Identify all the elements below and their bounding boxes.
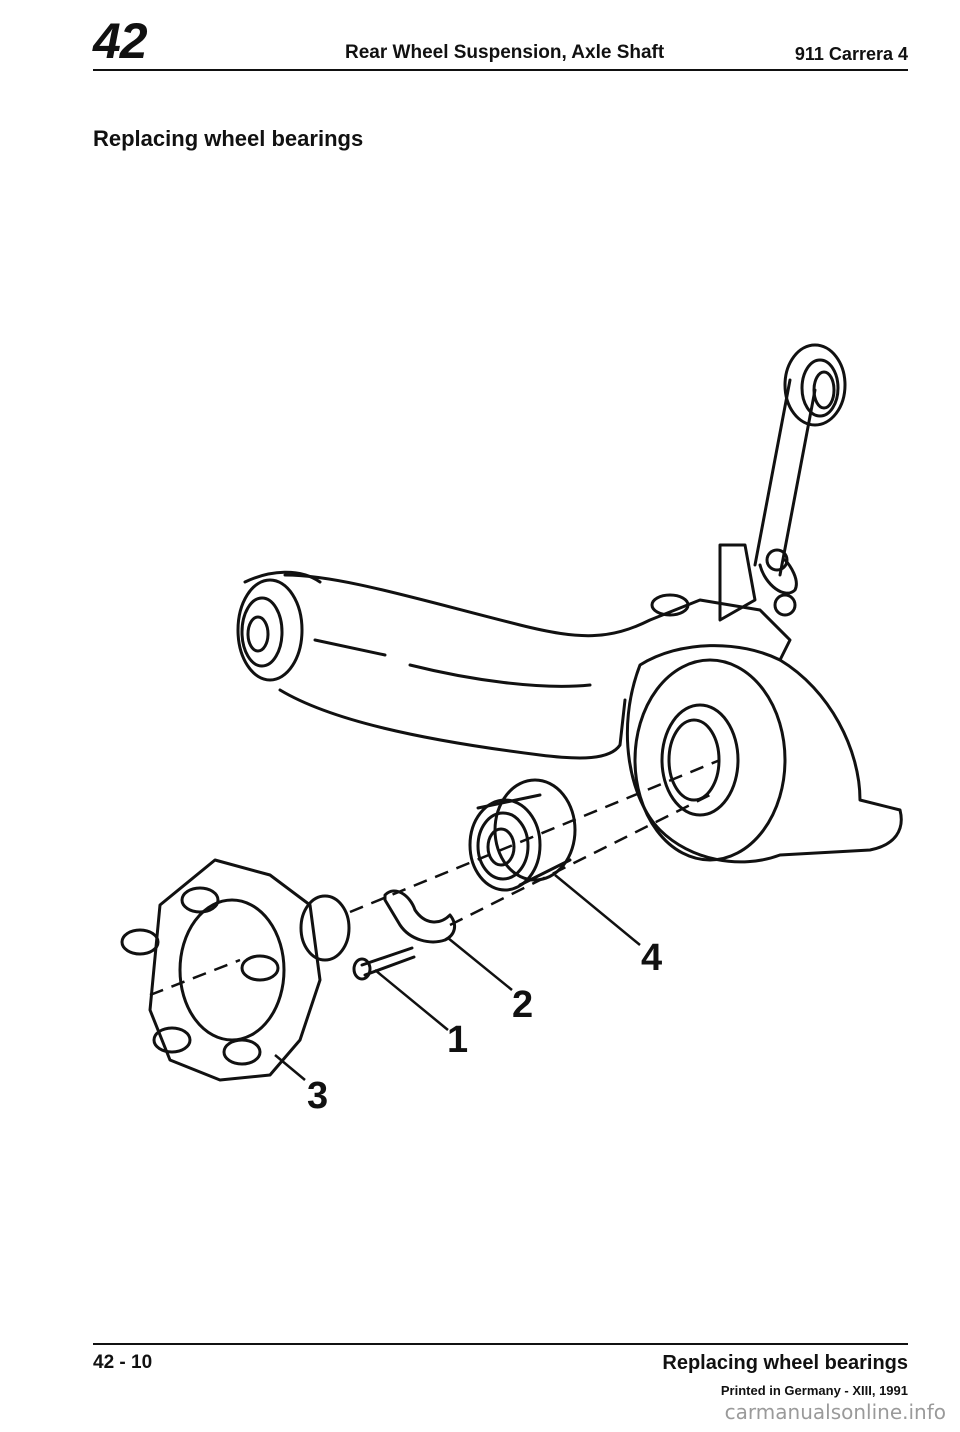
footer-section-title: Replacing wheel bearings [662,1352,908,1374]
leader-line-1 [374,969,449,1031]
chapter-number: 42 [93,13,148,69]
header-model: 911 Carrera 4 [794,44,908,64]
wheel-hub [148,858,322,1082]
callout-1: 1 [447,1019,468,1061]
upper-link [753,378,817,595]
watermark: carmanualsonline.info [724,1400,946,1424]
trailing-arm [283,573,792,662]
print-info: Printed in Germany - XIII, 1991 [720,1383,908,1398]
arm-bushing [236,578,304,682]
callout-2: 2 [512,984,533,1026]
wheel-studs [120,886,280,1066]
retaining-plate [383,889,457,944]
header-title: Rear Wheel Suspension, Axle Shaft [345,42,665,63]
bolt [360,946,416,977]
header-rule [93,69,908,71]
leader-line-4 [554,874,641,946]
page-number: 42 - 10 [93,1352,153,1373]
leader-line-2 [447,937,513,991]
section-title: Replacing wheel bearings [93,126,364,151]
footer-rule [93,1343,908,1345]
leader-line-3 [274,1054,306,1081]
callout-4: 4 [641,937,662,979]
callout-3: 3 [307,1075,328,1117]
